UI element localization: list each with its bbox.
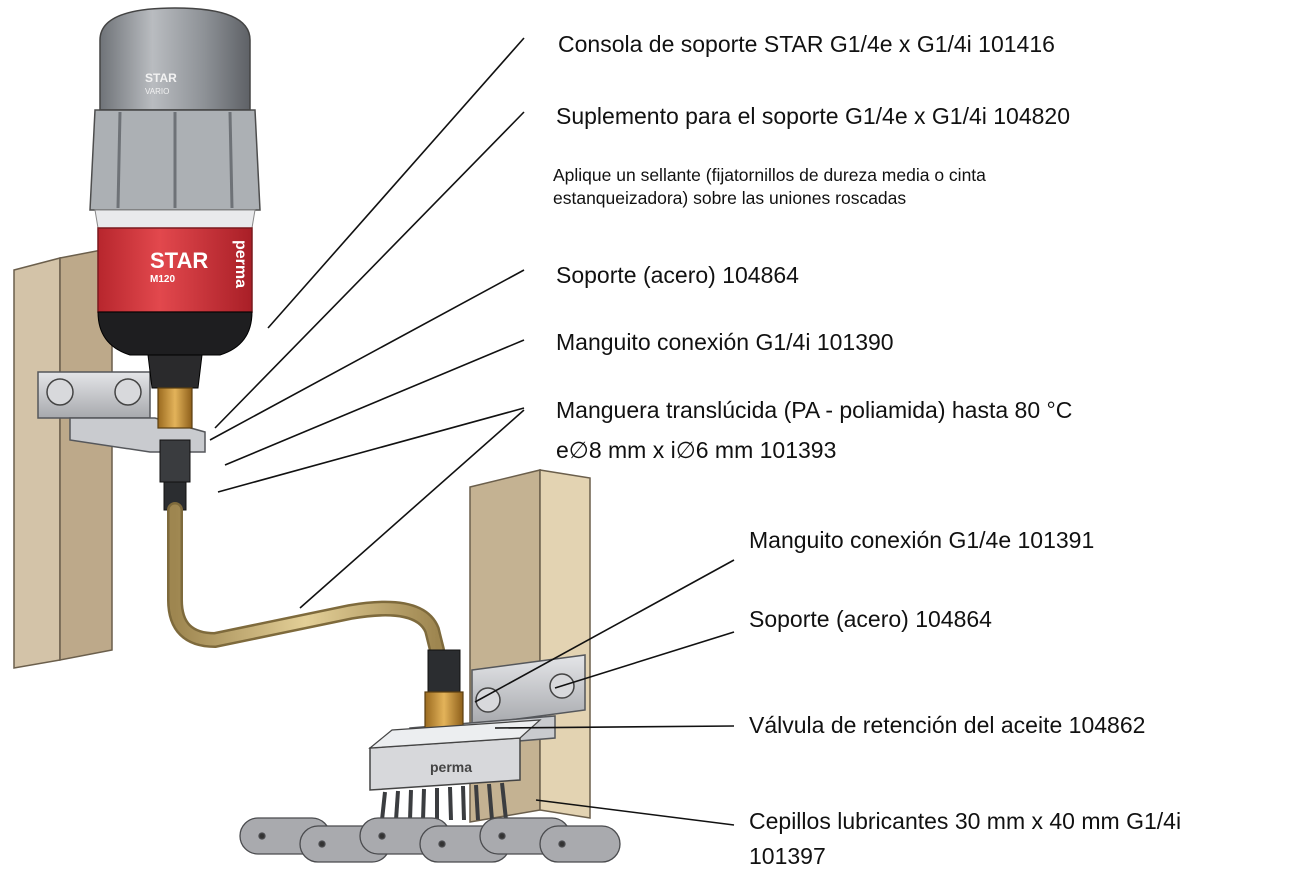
bolt-head-lower-left	[475, 687, 501, 713]
leader-soporte-top	[209, 269, 525, 441]
leader-valvula	[494, 725, 735, 729]
label-manguito-i: Manguito conexión G1/4i 101390	[556, 329, 894, 355]
label-soporte-bottom: Soporte (acero) 104864	[749, 606, 992, 632]
upper-fittings	[157, 387, 193, 511]
body-side-brand-text: perma	[232, 240, 249, 288]
upper-wall-board	[13, 247, 113, 669]
brush-block: perma	[368, 719, 542, 791]
cap-model-text: VARIO	[145, 87, 169, 96]
label-cepillos-line1: Cepillos lubricantes 30 mm x 40 mm G1/4i	[749, 808, 1182, 834]
leader-manguito-e	[474, 559, 735, 703]
roller-chain	[239, 817, 621, 863]
brush-logo-text: perma	[430, 759, 472, 775]
leader-manguito-i	[224, 339, 525, 466]
label-cepillos-line2: 101397	[749, 843, 826, 869]
leader-manguera-2	[299, 409, 525, 609]
leader-suplemento	[214, 111, 525, 429]
leader-cepillos	[535, 799, 735, 826]
label-manguera-line1: Manguera translúcida (PA - poliamida) ha…	[556, 397, 1073, 423]
label-valvula: Válvula de retención del aceite 104862	[749, 712, 1146, 738]
label-soporte-top: Soporte (acero) 104864	[556, 262, 799, 288]
lower-fittings	[424, 649, 464, 729]
body-brand-text: STAR	[150, 248, 208, 273]
label-consola: Consola de soporte STAR G1/4e x G1/4i 10…	[558, 31, 1055, 57]
brush-bristles	[380, 782, 508, 821]
leader-manguera	[217, 407, 525, 493]
star-lubricator: STAR VARIO STAR M120 perma	[89, 7, 261, 389]
leader-lines	[209, 37, 735, 826]
leader-soporte-bottom	[554, 631, 735, 689]
note-sellante-line2: estanqueizadora) sobre las uniones rosca…	[553, 188, 907, 208]
translucent-hose	[167, 502, 445, 658]
cap-brand-text: STAR	[145, 71, 177, 85]
bolt-head-left	[46, 378, 74, 406]
label-manguito-e: Manguito conexión G1/4e 101391	[749, 527, 1095, 553]
leader-consola	[267, 37, 525, 329]
label-manguera-line2: e∅8 mm x i∅6 mm 101393	[556, 437, 837, 463]
bolt-head-right	[114, 378, 142, 406]
label-suplemento: Suplemento para el soporte G1/4e x G1/4i…	[556, 103, 1071, 129]
body-model-text: M120	[150, 274, 175, 285]
note-sellante-line1: Aplique un sellante (fijatornillos de du…	[553, 165, 986, 185]
